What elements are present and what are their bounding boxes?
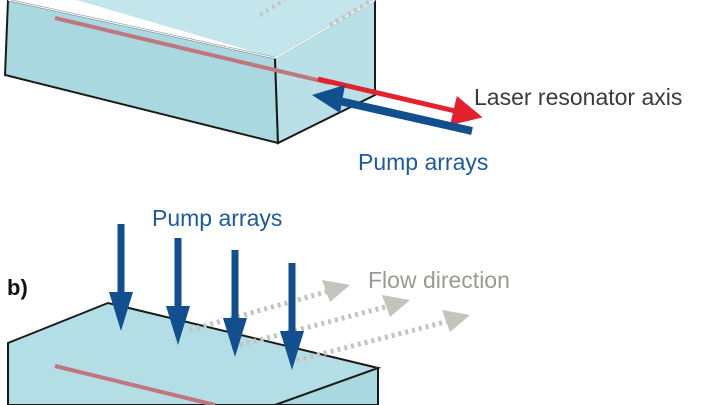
pump-arrow-1 [109,224,133,331]
pump-arrow-3 [223,250,247,357]
flow-arrows [189,280,470,365]
flow-direction-label: Flow direction [368,267,510,293]
pump-arrays-label-bottom: Pump arrays [152,205,283,231]
laser-arrow [317,76,483,126]
bottom-slab [7,301,382,405]
pump-arrow-top [312,85,473,135]
panel-b-label: b) [7,275,28,300]
pump-arrays-label-top: Pump arrays [358,149,489,175]
top-slab-top-face [8,0,375,58]
top-laser-axis-line [54,16,331,85]
top-slab [3,0,376,145]
pump-arrows-bottom [109,224,304,370]
bottom-laser-axis-line [54,364,216,405]
pump-arrow-4 [280,263,304,370]
pump-arrow-2 [166,238,190,345]
laser-axis-label: Laser resonator axis [474,84,683,110]
